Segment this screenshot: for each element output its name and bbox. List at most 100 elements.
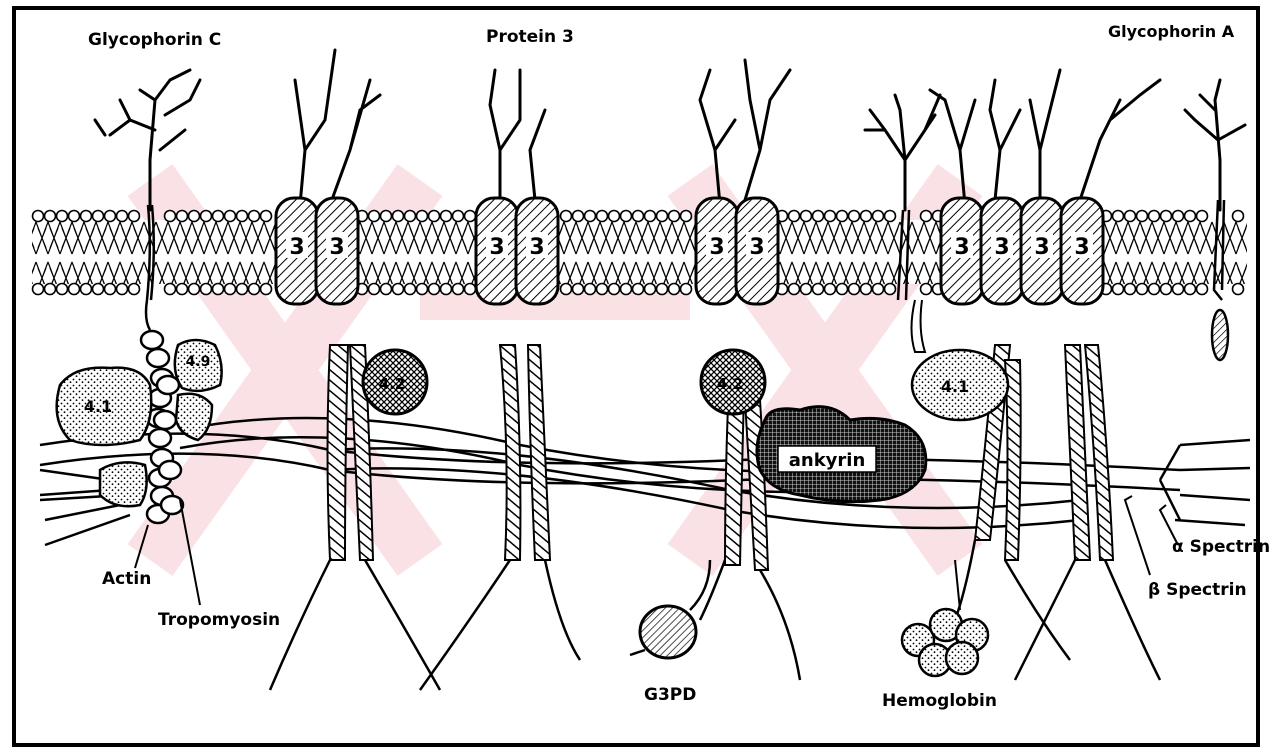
label-glycophorin-c: Glycophorin C [88,30,221,50]
label-glycophorin-a: Glycophorin A [1108,22,1235,41]
lipid-head [405,211,416,222]
lipid-head [921,211,932,222]
band3-monomer: 3 [516,198,558,304]
lipid-head [81,211,92,222]
lipid-head [249,284,260,295]
band3-monomer: 3 [316,198,358,304]
lipid-head [861,211,872,222]
lipid-head [69,211,80,222]
lipid-head [441,211,452,222]
band3-monomer: 3 [736,198,778,304]
band3-monomer: 3 [476,198,518,304]
lipid-head [669,211,680,222]
lipid-head [789,284,800,295]
lipid-head [597,211,608,222]
lipid-head [1113,211,1124,222]
lipid-head [1137,211,1148,222]
lipid-head [657,211,668,222]
lipid-head [1113,284,1124,295]
label-beta-spectrin: β Spectrin [1148,580,1247,600]
lipid-head [249,211,260,222]
lipid-head [57,284,68,295]
lipid-head [369,284,380,295]
lipid-head [33,284,44,295]
lipid-head [177,284,188,295]
actin-bead [159,461,181,479]
lipid-head [81,284,92,295]
lipid-head [201,284,212,295]
lipid-head [1173,284,1184,295]
lipid-head [825,284,836,295]
actin-bead [141,331,163,349]
band3-label: 3 [994,235,1009,260]
band-4-2-left-label: 4.2 [379,375,406,393]
lipid-head [681,211,692,222]
lipid-head [1233,211,1244,222]
band-4-2-right-label: 4.2 [717,375,744,393]
lipid-head [165,284,176,295]
lipid-head [645,211,656,222]
band3-label: 3 [709,235,724,260]
lipid-head [789,211,800,222]
lipid-head [885,211,896,222]
lipid-head [849,211,860,222]
lipid-head [1161,211,1172,222]
lipid-head [573,284,584,295]
lipid-head [393,211,404,222]
lipid-head [1185,211,1196,222]
lipid-head [669,284,680,295]
lipid-head [45,211,56,222]
lipid-head [1161,284,1172,295]
band-4-1-right: 4.1 [912,300,1009,420]
lipid-head [453,284,464,295]
lipid-head [1137,284,1148,295]
band3-monomer: 3 [696,198,738,304]
lipid-head [177,211,188,222]
lipid-head [261,284,272,295]
band-4-1-left-label: 4.1 [84,397,112,416]
lipid-head [873,284,884,295]
lipid-head [813,211,824,222]
lipid-head [417,284,428,295]
lipid-head [1149,284,1160,295]
band3-monomer: 3 [276,198,318,304]
lipid-head [813,284,824,295]
band3-label: 3 [529,235,544,260]
lipid-head [657,284,668,295]
label-g3pd: G3PD [644,685,696,705]
lipid-head [417,211,428,222]
lipid-head [465,284,476,295]
band3-label: 3 [1034,235,1049,260]
actin-bead [157,376,179,394]
lipid-head [633,284,644,295]
band-4-1-left: 4.1 [57,368,152,445]
lipid-head [825,211,836,222]
label-protein-3: Protein 3 [486,27,574,47]
lipid-head [873,211,884,222]
band3-monomer: 3 [1061,198,1103,304]
lipid-head [1197,211,1208,222]
lipid-head [105,211,116,222]
lipid-head [561,284,572,295]
lipid-head [117,284,128,295]
band3-monomer: 3 [1021,198,1063,304]
lipid-head [33,211,44,222]
band3-monomer: 3 [981,198,1023,304]
lipid-head [621,284,632,295]
band3-label: 3 [289,235,304,260]
actin-bead [154,411,176,429]
hemoglobin-cluster [902,609,988,676]
lipid-head [849,284,860,295]
lipid-head [213,211,224,222]
lipid-head [921,284,932,295]
lipid-head [465,211,476,222]
lipid-head [681,284,692,295]
band3-label: 3 [749,235,764,260]
lipid-head [621,211,632,222]
lipid-head [429,284,440,295]
lipid-head [609,211,620,222]
hemoglobin-subunit [946,642,978,674]
lipid-head [837,284,848,295]
lipid-head [1125,284,1136,295]
